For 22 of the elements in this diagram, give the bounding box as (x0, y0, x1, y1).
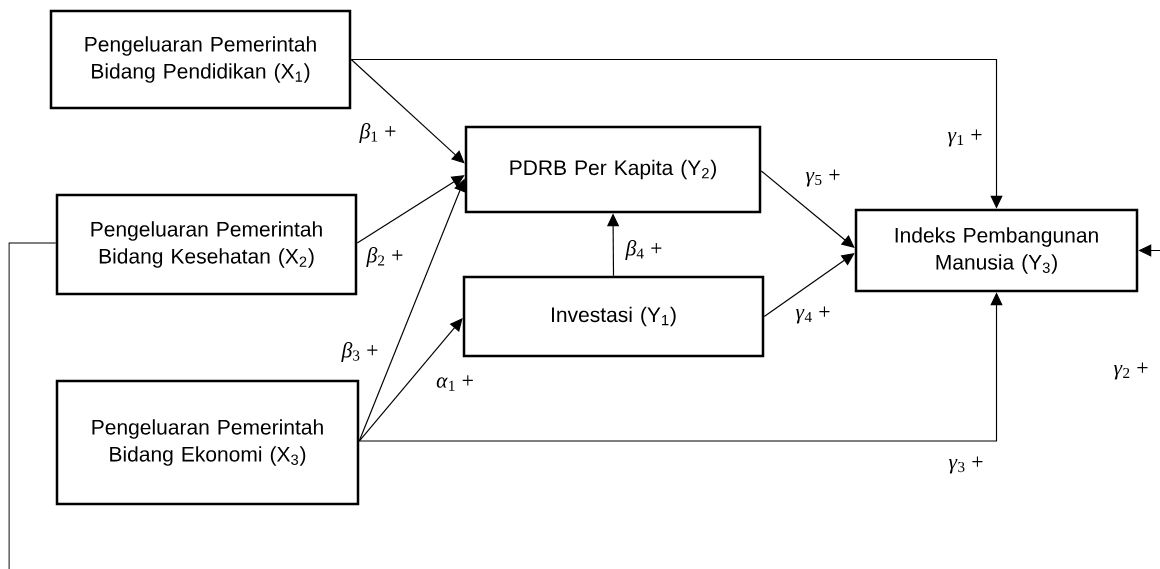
arrow (350, 58, 465, 164)
variable-box: Pengeluaran Pemerintah Bidang Ekonomi (X$_{3}$) (55, 379, 360, 506)
variable-box: Pengeluaran Pemerintah Bidang Kesehatan (X$_{2}$) (55, 193, 358, 296)
arrow (760, 170, 855, 248)
edge-label: β$_{4}$ + (623, 238, 665, 262)
variable-box: Pengeluaran Pemerintah Bidang Pendidikan (X$_{1}$) (49, 9, 352, 110)
edge-label: β$_{1}$ + (357, 121, 399, 145)
arrow (763, 253, 855, 318)
edge-label: γ$_{5}$ + (803, 167, 843, 189)
edge-label: β$_{2}$ + (364, 245, 406, 269)
edge-label: α$_{1}$ + (434, 373, 476, 393)
edge-label: γ$_{4}$ + (793, 304, 833, 326)
edge-label: γ$_{1}$ + (945, 127, 985, 149)
arrow (356, 175, 465, 244)
arrow (8, 242, 1160, 569)
edge-label: γ$_{3}$ + (946, 454, 986, 476)
variable-box: Investasi (Y$_{1}$) (462, 275, 765, 358)
edge-label: β$_{3}$ + (339, 340, 381, 364)
variable-box: Indeks Pembangunan Manusia (Y$_{3}$) (854, 208, 1139, 293)
edge-label: γ$_{2}$ + (1111, 360, 1151, 382)
arrow (358, 318, 463, 442)
variable-box: PDRB Per Kapita (Y$_{2}$) (464, 125, 762, 214)
